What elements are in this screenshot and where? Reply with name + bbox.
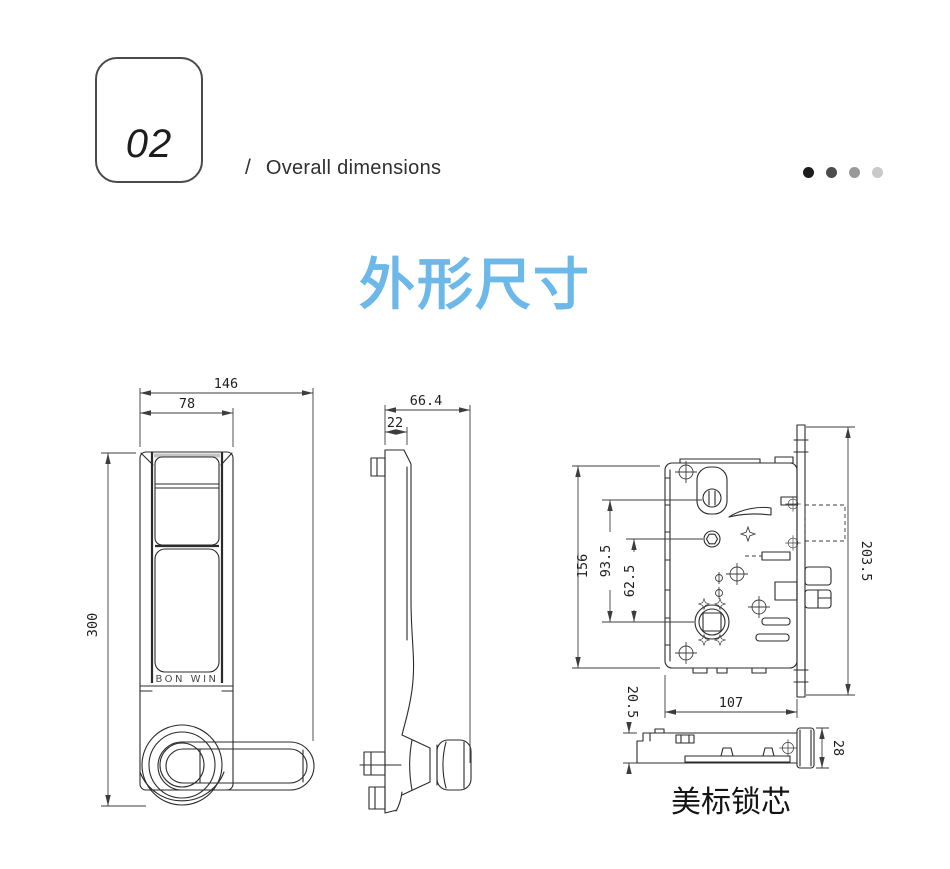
pagination-dots [803, 167, 883, 178]
dot-3 [849, 167, 860, 178]
side-view-drawing: 66.4 22 [359, 393, 472, 814]
dim-body-thickness: 20.5 [624, 686, 640, 719]
mortise-lock-drawing: 156 93.5 62.5 203.5 107 [572, 424, 874, 718]
brand-logo: BON WIN [155, 674, 218, 685]
section-number: 02 [125, 122, 173, 166]
dim-front-total-width: 146 [214, 376, 238, 392]
dim-front-plate-width: 78 [179, 396, 195, 412]
dim-case-height: 156 [575, 554, 591, 578]
dim-case-width: 107 [719, 695, 743, 711]
dim-side-total-depth: 66.4 [410, 393, 443, 409]
dim-front-height: 300 [85, 613, 101, 637]
section-header: / Overall dimensions [245, 156, 441, 180]
dot-4 [872, 167, 883, 178]
section-separator: / [245, 156, 251, 179]
dim-cylinder-to-hub: 93.5 [598, 545, 614, 578]
dim-side-plate-depth: 22 [387, 415, 403, 431]
dim-faceplate-height: 203.5 [858, 541, 874, 582]
bottom-view-drawing: 20.5 28 美标锁芯 [623, 686, 846, 820]
section-number-badge: 02 [95, 57, 203, 183]
page-title: 外形尺寸 [359, 253, 591, 316]
mortise-caption: 美标锁芯 [671, 785, 791, 820]
front-view-drawing: BON WIN 146 78 300 [85, 376, 315, 807]
dot-1 [803, 167, 814, 178]
section-title: Overall dimensions [265, 157, 442, 179]
dot-2 [826, 167, 837, 178]
dim-faceplate-width: 28 [830, 740, 846, 756]
dim-hex-to-hub: 62.5 [622, 565, 638, 598]
